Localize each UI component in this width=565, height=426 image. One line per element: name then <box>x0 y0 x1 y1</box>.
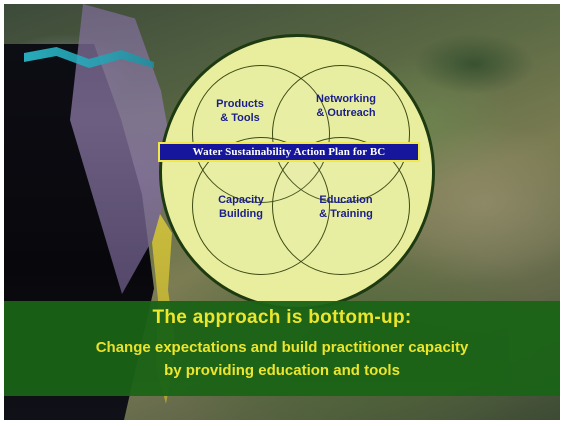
slide: Products & Tools Networking & Outreach C… <box>4 4 560 420</box>
label-products-tools: Products & Tools <box>216 98 264 124</box>
outer-circle: Products & Tools Networking & Outreach C… <box>159 34 435 310</box>
footer-line-2: by providing education and tools <box>164 362 400 379</box>
label-education-training: Education & Training <box>319 194 373 220</box>
footer-headline: The approach is bottom-up: <box>152 307 412 328</box>
footer-band: The approach is bottom-up: Change expect… <box>4 301 560 396</box>
plan-title-banner: Water Sustainability Action Plan for BC <box>158 142 420 162</box>
label-networking-outreach: Networking & Outreach <box>316 93 376 119</box>
footer-line-1: Change expectations and build practition… <box>95 339 469 356</box>
label-capacity-building: Capacity Building <box>218 194 264 220</box>
